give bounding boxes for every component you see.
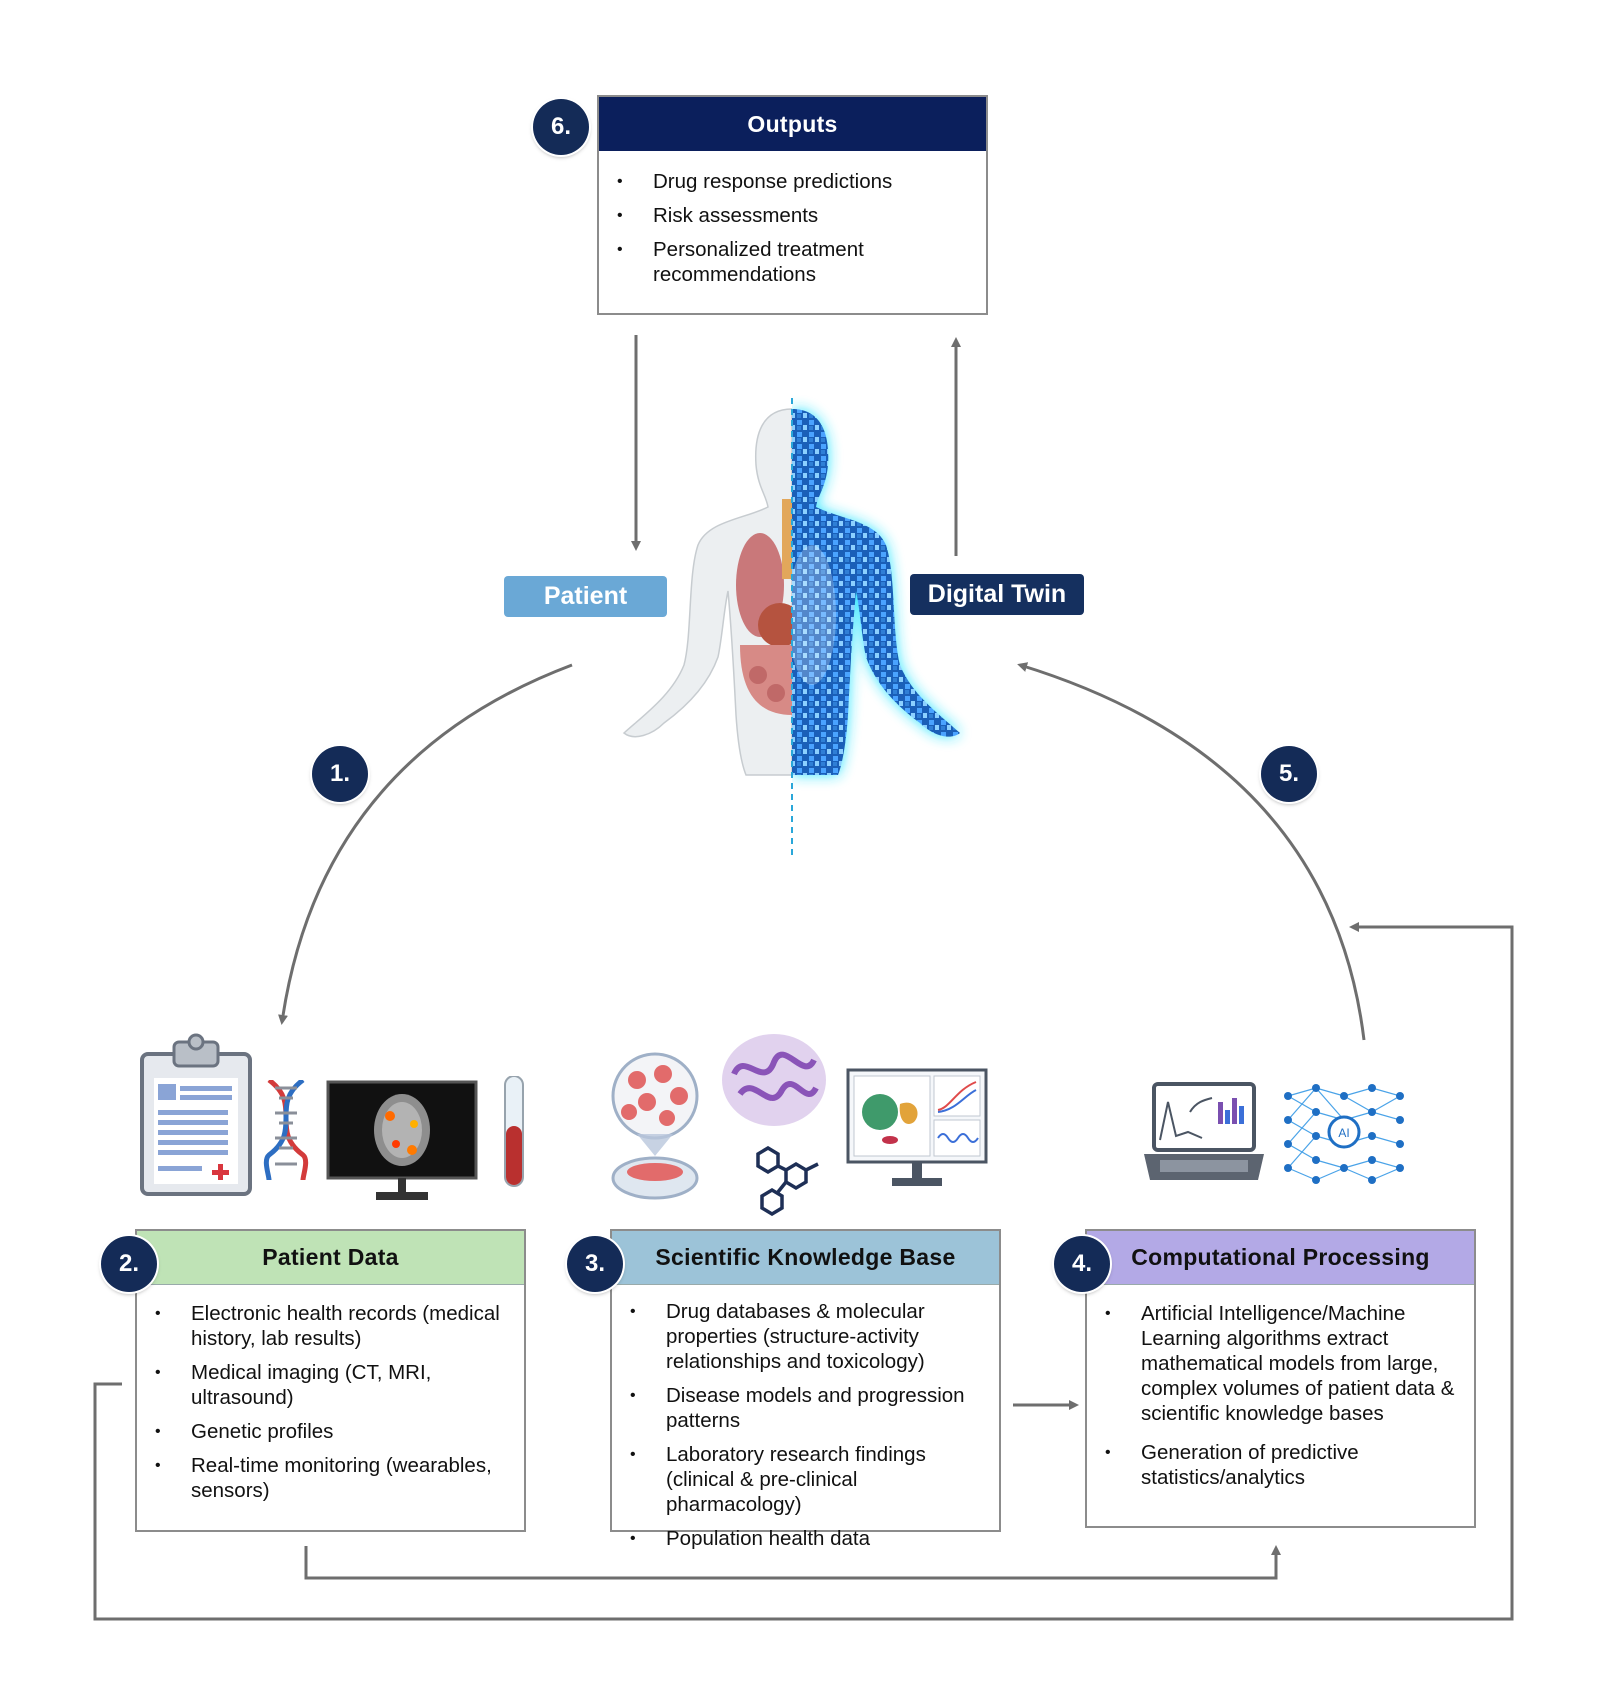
ai-label: AI [1338, 1126, 1349, 1140]
protein-structure-icon [722, 1034, 826, 1126]
patient-label: Patient [504, 576, 667, 617]
blood-test-tube-icon [504, 1076, 524, 1187]
list-item: Drug response predictions [611, 169, 974, 194]
computation-list: Artificial Intelligence/Machine Learning… [1087, 1285, 1474, 1509]
step-badge-4: 4. [1054, 1236, 1110, 1292]
laptop-analytics-icon [1144, 1082, 1264, 1180]
arrow-feedback-loop [93, 922, 1514, 1621]
list-item: Real-time monitoring (wearables, sensors… [149, 1453, 512, 1503]
molecule-icon [756, 1146, 819, 1216]
cell-culture-icon [611, 1052, 699, 1200]
patient-data-list: Electronic health records (medical histo… [137, 1285, 524, 1522]
clipboard-icon [140, 1033, 252, 1196]
list-item: Medical imaging (CT, MRI, ultrasound) [149, 1360, 512, 1410]
step-badge-5: 5. [1261, 746, 1317, 802]
knowledge-base-header: Scientific Knowledge Base [612, 1231, 999, 1285]
outputs-header: Outputs [599, 97, 986, 151]
patient-data-header: Patient Data [137, 1231, 524, 1285]
digital-twin-label: Digital Twin [910, 574, 1084, 615]
list-item: Population health data [624, 1526, 987, 1551]
computation-header: Computational Processing [1087, 1231, 1474, 1285]
arrow-patient-to-data [278, 663, 573, 1025]
list-item: Personalized treatment recommendations [611, 237, 974, 287]
step-badge-6: 6. [533, 99, 589, 155]
list-item: Drug databases & molecular properties (s… [624, 1299, 987, 1374]
list-item: Genetic profiles [149, 1419, 512, 1444]
step-badge-2: 2. [101, 1236, 157, 1292]
outputs-box: Outputs Drug response predictions Risk a… [597, 95, 988, 315]
step-badge-1: 1. [312, 746, 368, 802]
list-item: Disease models and progression patterns [624, 1383, 987, 1433]
list-item: Risk assessments [611, 203, 974, 228]
dna-icon [263, 1080, 309, 1180]
brain-scan-monitor-icon [326, 1080, 478, 1200]
list-item: Generation of predictive statistics/anal… [1099, 1440, 1462, 1490]
list-item: Electronic health records (medical histo… [149, 1301, 512, 1351]
computation-box: Computational Processing Artificial Inte… [1085, 1229, 1476, 1528]
list-item: Laboratory research findings (clinical &… [624, 1442, 987, 1517]
ai-network-icon: AI [1284, 1084, 1404, 1184]
list-item: Artificial Intelligence/Machine Learning… [1099, 1301, 1462, 1426]
step-badge-3: 3. [567, 1236, 623, 1292]
research-monitor-icon [846, 1068, 988, 1186]
arrow-data-to-computation [304, 1545, 1281, 1580]
knowledge-base-box: Scientific Knowledge Base Drug databases… [610, 1229, 1001, 1551]
patient-data-box: Patient Data Electronic health records (… [135, 1229, 526, 1532]
knowledge-base-list: Drug databases & molecular properties (s… [612, 1285, 999, 1570]
arrow-computation-to-twin [1017, 662, 1366, 1041]
outputs-list: Drug response predictions Risk assessmen… [599, 151, 986, 306]
human-digital-twin-illustration [622, 395, 960, 855]
